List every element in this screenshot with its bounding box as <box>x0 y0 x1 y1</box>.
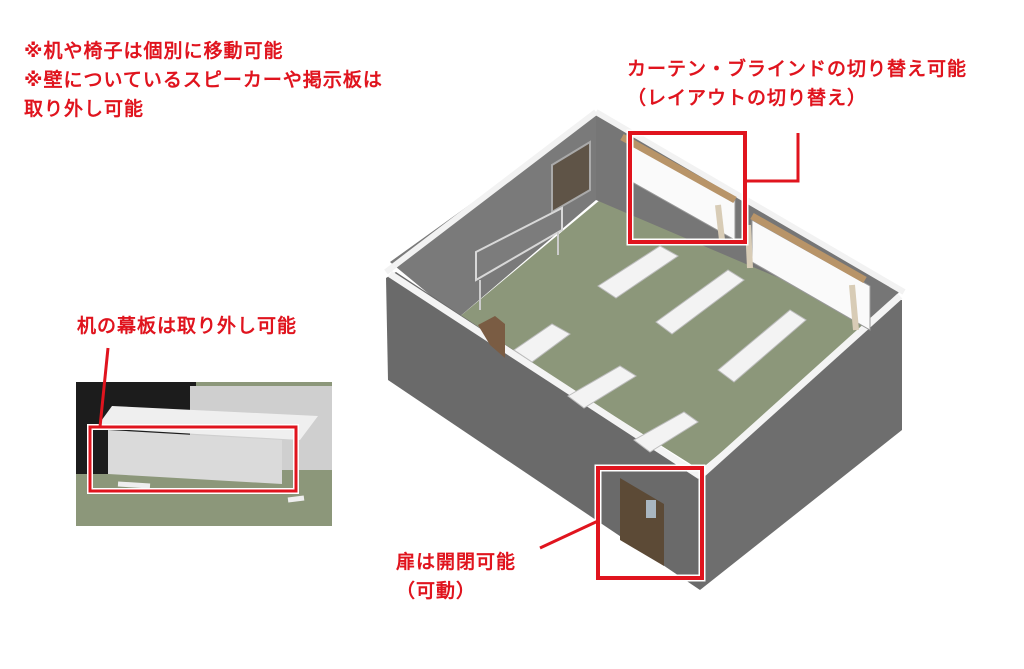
note-door: 扉は開閉可能 （可動） <box>396 548 516 606</box>
desks <box>513 245 807 453</box>
leader-desk-panel <box>98 347 110 428</box>
wall-top-back <box>594 109 906 295</box>
lectern <box>478 316 505 358</box>
leader-window <box>745 133 800 183</box>
highlight-door <box>596 466 704 580</box>
desk <box>717 309 807 383</box>
note-curtain-blind: カーテン・ブラインドの切り替え可能 （レイアウトの切り替え） <box>627 55 967 113</box>
curtain-rail-1 <box>620 133 737 204</box>
note-line: カーテン・ブラインドの切り替え可能 <box>627 58 968 80</box>
desk <box>597 245 679 299</box>
note-line: ※机や椅子は個別に移動可能 <box>24 40 284 62</box>
note-line: ※壁についているスピーカーや掲示板は <box>24 69 383 91</box>
desk <box>567 365 637 409</box>
note-line: 取り外し可能 <box>24 98 145 120</box>
back-left-wall <box>390 114 596 318</box>
curtain-rail-2 <box>750 212 867 284</box>
door-window <box>646 500 656 518</box>
note-line: （可動） <box>396 580 477 602</box>
desk <box>633 411 699 453</box>
highlight-desk-panel <box>88 425 298 493</box>
whiteboard <box>475 206 563 282</box>
note-desk-panel: 机の幕板は取り外し可能 <box>77 312 297 341</box>
note-line: （レイアウトの切り替え） <box>627 87 868 109</box>
front-right-wall <box>700 300 902 590</box>
desk <box>655 269 745 335</box>
annotation-boxes <box>87 129 800 582</box>
leader-door <box>539 519 599 550</box>
floor <box>458 200 880 470</box>
desk <box>513 323 571 363</box>
bulletin-board <box>551 140 591 214</box>
note-movable-furniture: ※机や椅子は個別に移動可能 ※壁についているスピーカーや掲示板は 取り外し可能 <box>24 37 383 124</box>
desk-inset-photo <box>76 382 332 526</box>
note-line: 机の幕板は取り外し可能 <box>77 315 298 337</box>
highlight-window <box>628 131 747 244</box>
wall-top-left <box>384 109 598 275</box>
note-line: 扉は開閉可能 <box>396 551 517 573</box>
